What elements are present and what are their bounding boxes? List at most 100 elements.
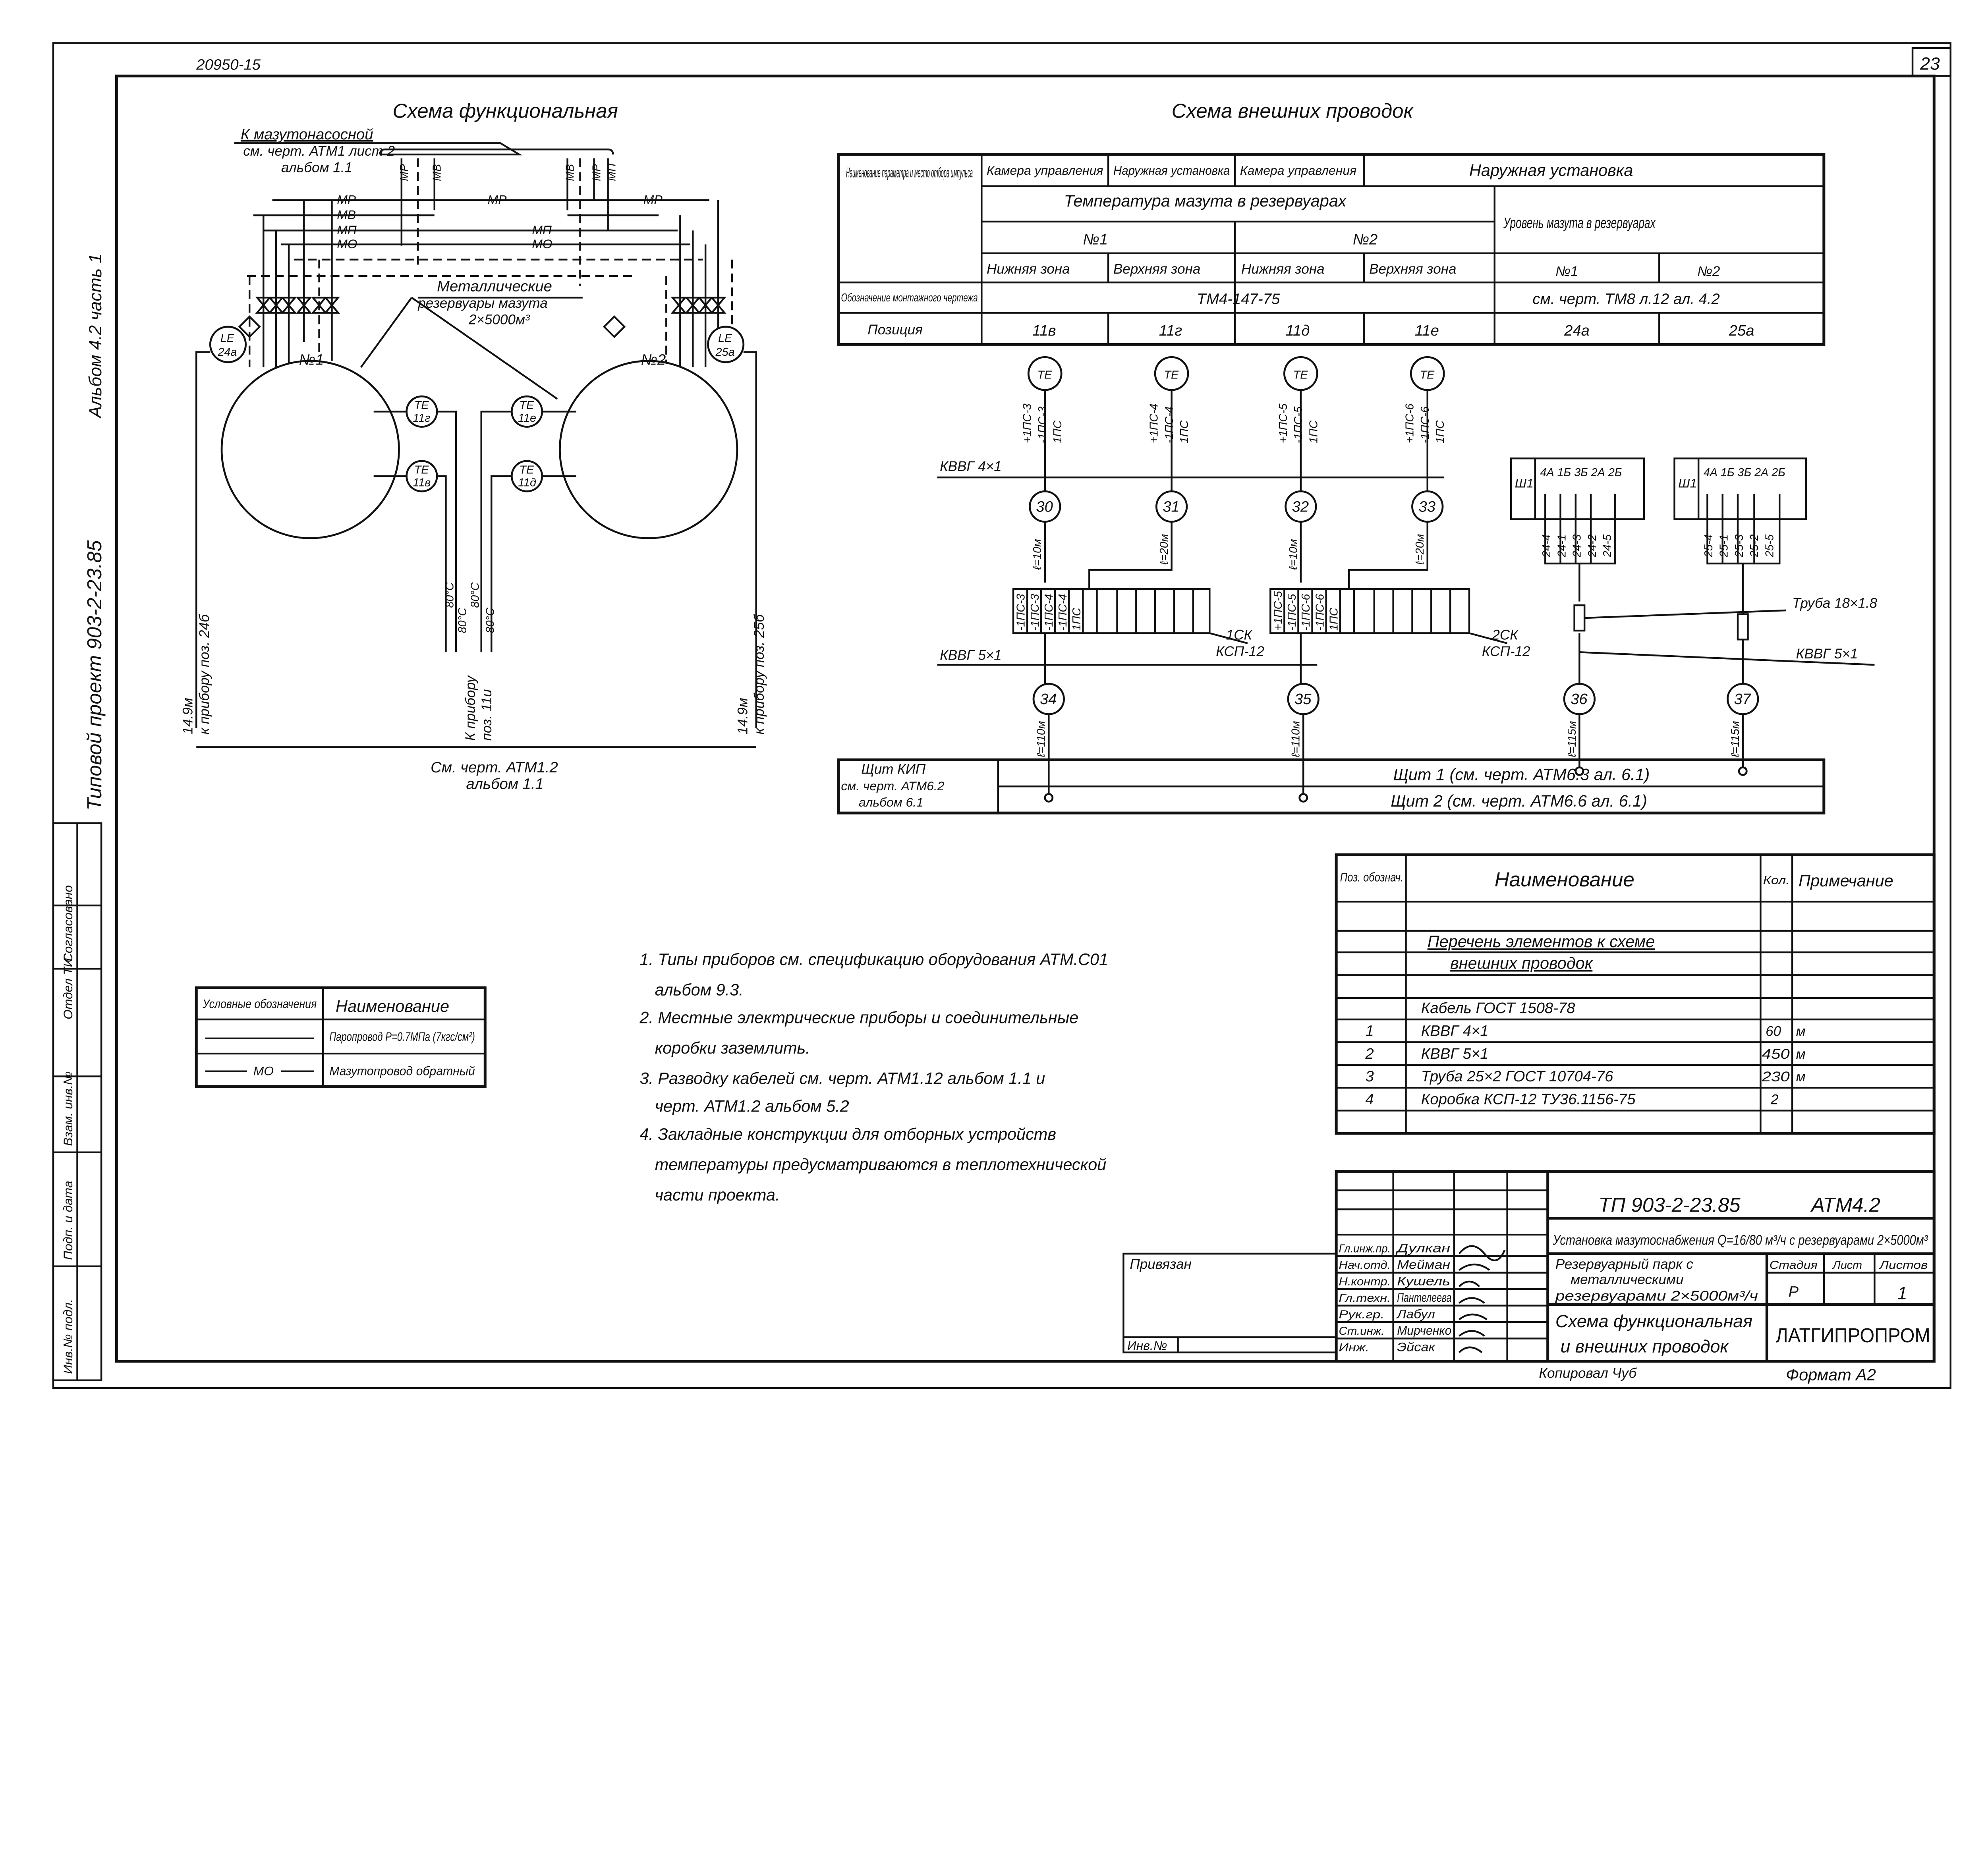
svg-text:Подп. и дата: Подп. и дата [61, 1181, 75, 1260]
svg-text:TE: TE [1164, 369, 1179, 381]
svg-text:Лабул: Лабул [1396, 1307, 1435, 1321]
svg-text:+1ПС-5: +1ПС-5 [1277, 403, 1290, 443]
svg-text:LE: LE [220, 332, 235, 345]
svg-text:80°С: 80°С [456, 608, 469, 633]
svg-text:КВВГ 5×1: КВВГ 5×1 [1421, 1045, 1489, 1062]
svg-text:+1ПС-6: +1ПС-6 [1404, 403, 1416, 443]
svg-text:1: 1 [1897, 1284, 1907, 1303]
svg-text:Камера управления: Камера управления [987, 163, 1103, 178]
svg-text:ℓ=115м: ℓ=115м [1566, 721, 1578, 758]
svg-text:80°С: 80°С [444, 582, 456, 608]
terminal-box-25: Ш1 4А 1Б 3Б 2А 2Б 25-4 25-1 25-3 25-2 25… [1673, 457, 1807, 684]
svg-text:1ПС: 1ПС [1434, 420, 1447, 443]
svg-text:АТМ4.2: АТМ4.2 [1810, 1194, 1880, 1216]
spec-table: Поз. обознач. Наименование Кол. Примечан… [1335, 853, 1936, 1135]
svg-text:2: 2 [1365, 1045, 1374, 1062]
svg-text:11е: 11е [518, 412, 536, 425]
svg-text:25а: 25а [1729, 322, 1754, 339]
svg-text:-1ПС-5: -1ПС-5 [1286, 593, 1298, 631]
svg-text:см. черт. ТМ8 л.12 ал. 4.2: см. черт. ТМ8 л.12 ал. 4.2 [1532, 290, 1719, 307]
svg-text:МО: МО [337, 237, 357, 251]
svg-text:черт. АТМ1.2 альбом 5.: черт. АТМ1.2 альбом 5.2 [655, 1097, 849, 1116]
svg-text:-1ПС-3: -1ПС-3 [1029, 594, 1041, 631]
svg-text:Коробка КСП-12 ТУ36.1156-75: Коробка КСП-12 ТУ36.1156-75 [1421, 1091, 1636, 1108]
svg-text:Кушель: Кушель [1397, 1274, 1450, 1288]
svg-text:Р: Р [1789, 1283, 1799, 1300]
svg-text:Труба 25×2 ГОСТ 10704-76: Труба 25×2 ГОСТ 10704-76 [1421, 1068, 1613, 1085]
svg-text:Стадия: Стадия [1770, 1259, 1818, 1272]
level-sensor-24a: LE 24а [209, 326, 247, 363]
svg-text:альбом 1.1: альбом 1.1 [466, 776, 543, 793]
svg-text:альбом 9.3.: альбом 9.3. [655, 980, 744, 999]
svg-text:2. Местные электрические прибо: 2. Местные электрические приборы и соеди… [639, 1008, 1078, 1027]
side-stamp: Согласовано Отдел ТИ Взам. инв.№ Подп. и… [52, 822, 102, 1381]
functional-title: Схема функциональная [393, 100, 618, 122]
svg-text:Схема функциональная: Схема функциональная [1555, 1312, 1752, 1331]
svg-text:11д: 11д [1286, 322, 1310, 339]
svg-text:Щит КИП: Щит КИП [861, 761, 926, 777]
svg-text:ℓ=20м: ℓ=20м [1414, 534, 1426, 565]
notes: 1. Типы приборов см. спецификацию оборуд… [639, 950, 1108, 1204]
svg-text:24-3: 24-3 [1571, 535, 1584, 558]
svg-text:Инв.№: Инв.№ [1127, 1338, 1167, 1353]
svg-text:24-1: 24-1 [1555, 535, 1568, 558]
svg-text:Наименование: Наименование [336, 997, 449, 1015]
legend-table: Условные обозначения Наименование Паропр… [195, 986, 487, 1088]
svg-text:1ПС: 1ПС [1327, 608, 1340, 631]
svg-text:-1ПС-6: -1ПС-6 [1314, 594, 1326, 631]
svg-text:Нижняя зона: Нижняя зона [1241, 261, 1325, 277]
svg-text:11в: 11в [1032, 322, 1056, 339]
svg-text:МР: МР [590, 164, 603, 181]
svg-text:Обозначение монтажного чертежа: Обозначение монтажного чертежа [841, 291, 978, 304]
sheet-frame [52, 42, 1951, 1389]
svg-text:-1ПС-4: -1ПС-4 [1057, 594, 1069, 631]
svg-text:КСП-12: КСП-12 [1482, 644, 1530, 659]
svg-text:34: 34 [1040, 691, 1057, 708]
svg-text:Гл.техн.: Гл.техн. [1339, 1292, 1391, 1305]
svg-text:К мазутонасосной: К мазутонасосной [241, 126, 373, 143]
svg-text:Инв.№ подл.: Инв.№ подл. [61, 1299, 75, 1374]
svg-text:ℓ=115м: ℓ=115м [1729, 721, 1742, 758]
tank-1 [220, 360, 400, 539]
svg-text:МР: МР [337, 192, 356, 207]
svg-text:14.9м: 14.9м [180, 698, 196, 734]
svg-text:КСП-12: КСП-12 [1216, 644, 1264, 659]
svg-text:м: м [1796, 1069, 1806, 1085]
svg-text:КВВГ 4×1: КВВГ 4×1 [1421, 1022, 1489, 1039]
svg-text:Мазутопровод обратный: Мазутопровод обратный [329, 1063, 475, 1078]
svg-text:24-4: 24-4 [1540, 535, 1553, 558]
svg-text:к прибору поз. 25б: к прибору поз. 25б [752, 614, 767, 735]
svg-text:Установка мазутоснабжения Q=16: Установка мазутоснабжения Q=16/80 м³/ч с… [1553, 1233, 1928, 1248]
svg-text:Мирченко: Мирченко [1397, 1323, 1451, 1338]
svg-text:Кабель ГОСТ 1508-78: Кабель ГОСТ 1508-78 [1421, 1000, 1575, 1017]
level-sensor-25a: LE 25а [707, 326, 745, 363]
svg-text:-1ПС-3: -1ПС-3 [1036, 407, 1049, 444]
svg-text:TE: TE [414, 399, 429, 412]
svg-text:30: 30 [1036, 498, 1053, 515]
svg-text:TE: TE [519, 464, 534, 477]
side-album: Альбом 4.2 часть 1 [86, 253, 105, 419]
svg-text:Уровень мазута в резервуарах: Уровень мазута в резервуарах [1503, 214, 1656, 232]
tank-2 [559, 360, 738, 539]
svg-text:60: 60 [1766, 1023, 1781, 1039]
svg-text:TE: TE [414, 464, 429, 477]
svg-text:Согласовано: Согласовано [61, 885, 75, 962]
svg-text:МВ: МВ [431, 164, 444, 181]
svg-text:Ш1: Ш1 [1678, 476, 1697, 490]
sheet-number: 23 [1920, 54, 1940, 73]
format-label: Формат А2 [1786, 1365, 1876, 1384]
svg-text:+1ПС-3: +1ПС-3 [1021, 403, 1034, 443]
svg-text:11е: 11е [1415, 322, 1439, 339]
wiring-scheme: Схема внешних проводок Наименование пара… [837, 100, 1878, 814]
svg-text:см. черт. АТМ6.2: см. черт. АТМ6.2 [841, 779, 944, 793]
svg-text:Ш1: Ш1 [1515, 476, 1534, 490]
svg-text:к прибору поз. 24б: к прибору поз. 24б [197, 614, 212, 735]
svg-text:-1ПС-6: -1ПС-6 [1300, 594, 1312, 631]
svg-text:1ПС: 1ПС [1051, 420, 1064, 443]
svg-text:2×5000м³: 2×5000м³ [468, 312, 530, 327]
sheet-code: 20950-15 [196, 56, 261, 73]
svg-text:25-1: 25-1 [1717, 535, 1730, 558]
